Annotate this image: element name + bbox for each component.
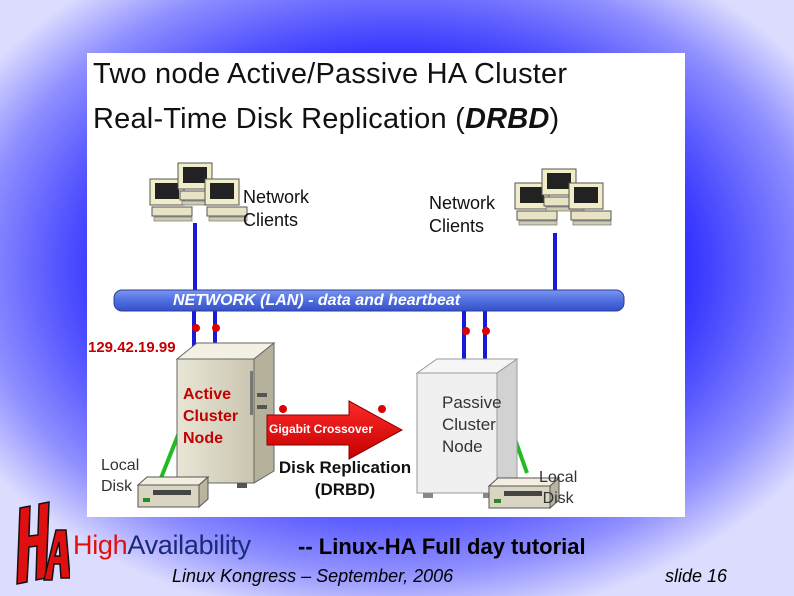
slide-number: slide 16 — [665, 566, 728, 586]
logo-high: High — [73, 530, 128, 560]
right-client-cable — [553, 233, 557, 291]
ha-cluster-diagram — [113, 162, 625, 510]
left-client-cable — [193, 223, 197, 291]
heartbeat-dot — [462, 327, 470, 335]
gigabit-crossover-arrow — [266, 400, 404, 460]
title-line-2-prefix: Real-Time Disk Replication ( — [93, 103, 465, 135]
slide-panel: Two node Active/Passive HA Cluster Real-… — [87, 53, 685, 517]
heartbeat-dot — [378, 405, 386, 413]
left-local-disk-icon — [136, 475, 210, 509]
heartbeat-dot — [192, 324, 200, 332]
right-local-disk-icon — [487, 476, 561, 510]
network-lan-label: NETWORK (LAN) - data and heartbeat — [173, 292, 461, 309]
conference-caption: Linux Kongress – September, 2006 — [172, 566, 454, 586]
heartbeat-dot — [482, 327, 490, 335]
ha-logo-mark: HA — [14, 500, 71, 586]
right-local-disk-label: Local Disk — [539, 469, 578, 507]
gigabit-crossover-label: Gigabit Crossover — [269, 422, 374, 436]
active-lan-cable-1 — [192, 311, 196, 357]
right-network-clients-label: Network Clients — [429, 193, 496, 236]
heartbeat-dot — [279, 405, 287, 413]
passive-lan-cable-1 — [462, 311, 466, 359]
ha-logo-icon — [16, 501, 71, 585]
active-lan-cable-2 — [213, 311, 217, 357]
disk-replication-label: Disk Replication (DRBD) — [278, 458, 412, 499]
heartbeat-dot — [212, 324, 220, 332]
title-line-1: Two node Active/Passive HA Cluster — [93, 58, 568, 90]
right-network-clients-icon — [514, 168, 612, 226]
passive-lan-cable-2 — [483, 311, 487, 359]
tutorial-title: -- Linux-HA Full day tutorial — [298, 534, 586, 559]
passive-node-label: Passive Cluster Node — [442, 393, 502, 456]
highavailability-logo-text: HighAvailability — [73, 530, 251, 561]
title-line-2: Real-Time Disk Replication (DRBD) — [93, 103, 559, 136]
passive-server-tower-icon — [415, 358, 519, 498]
active-node-label: Active Cluster Node — [183, 386, 239, 447]
left-network-clients-icon — [149, 162, 248, 222]
left-local-disk-label: Local Disk — [101, 457, 140, 495]
active-server-tower-icon — [175, 341, 276, 488]
ip-address: 129.42.19.99 — [88, 339, 176, 356]
title-line-2-suffix: ) — [549, 103, 560, 135]
title-drbd: DRBD — [464, 103, 550, 135]
left-network-clients-label: Network Clients — [243, 187, 310, 230]
logo-availability: Availability — [127, 530, 251, 560]
network-lan-bar — [113, 289, 625, 312]
